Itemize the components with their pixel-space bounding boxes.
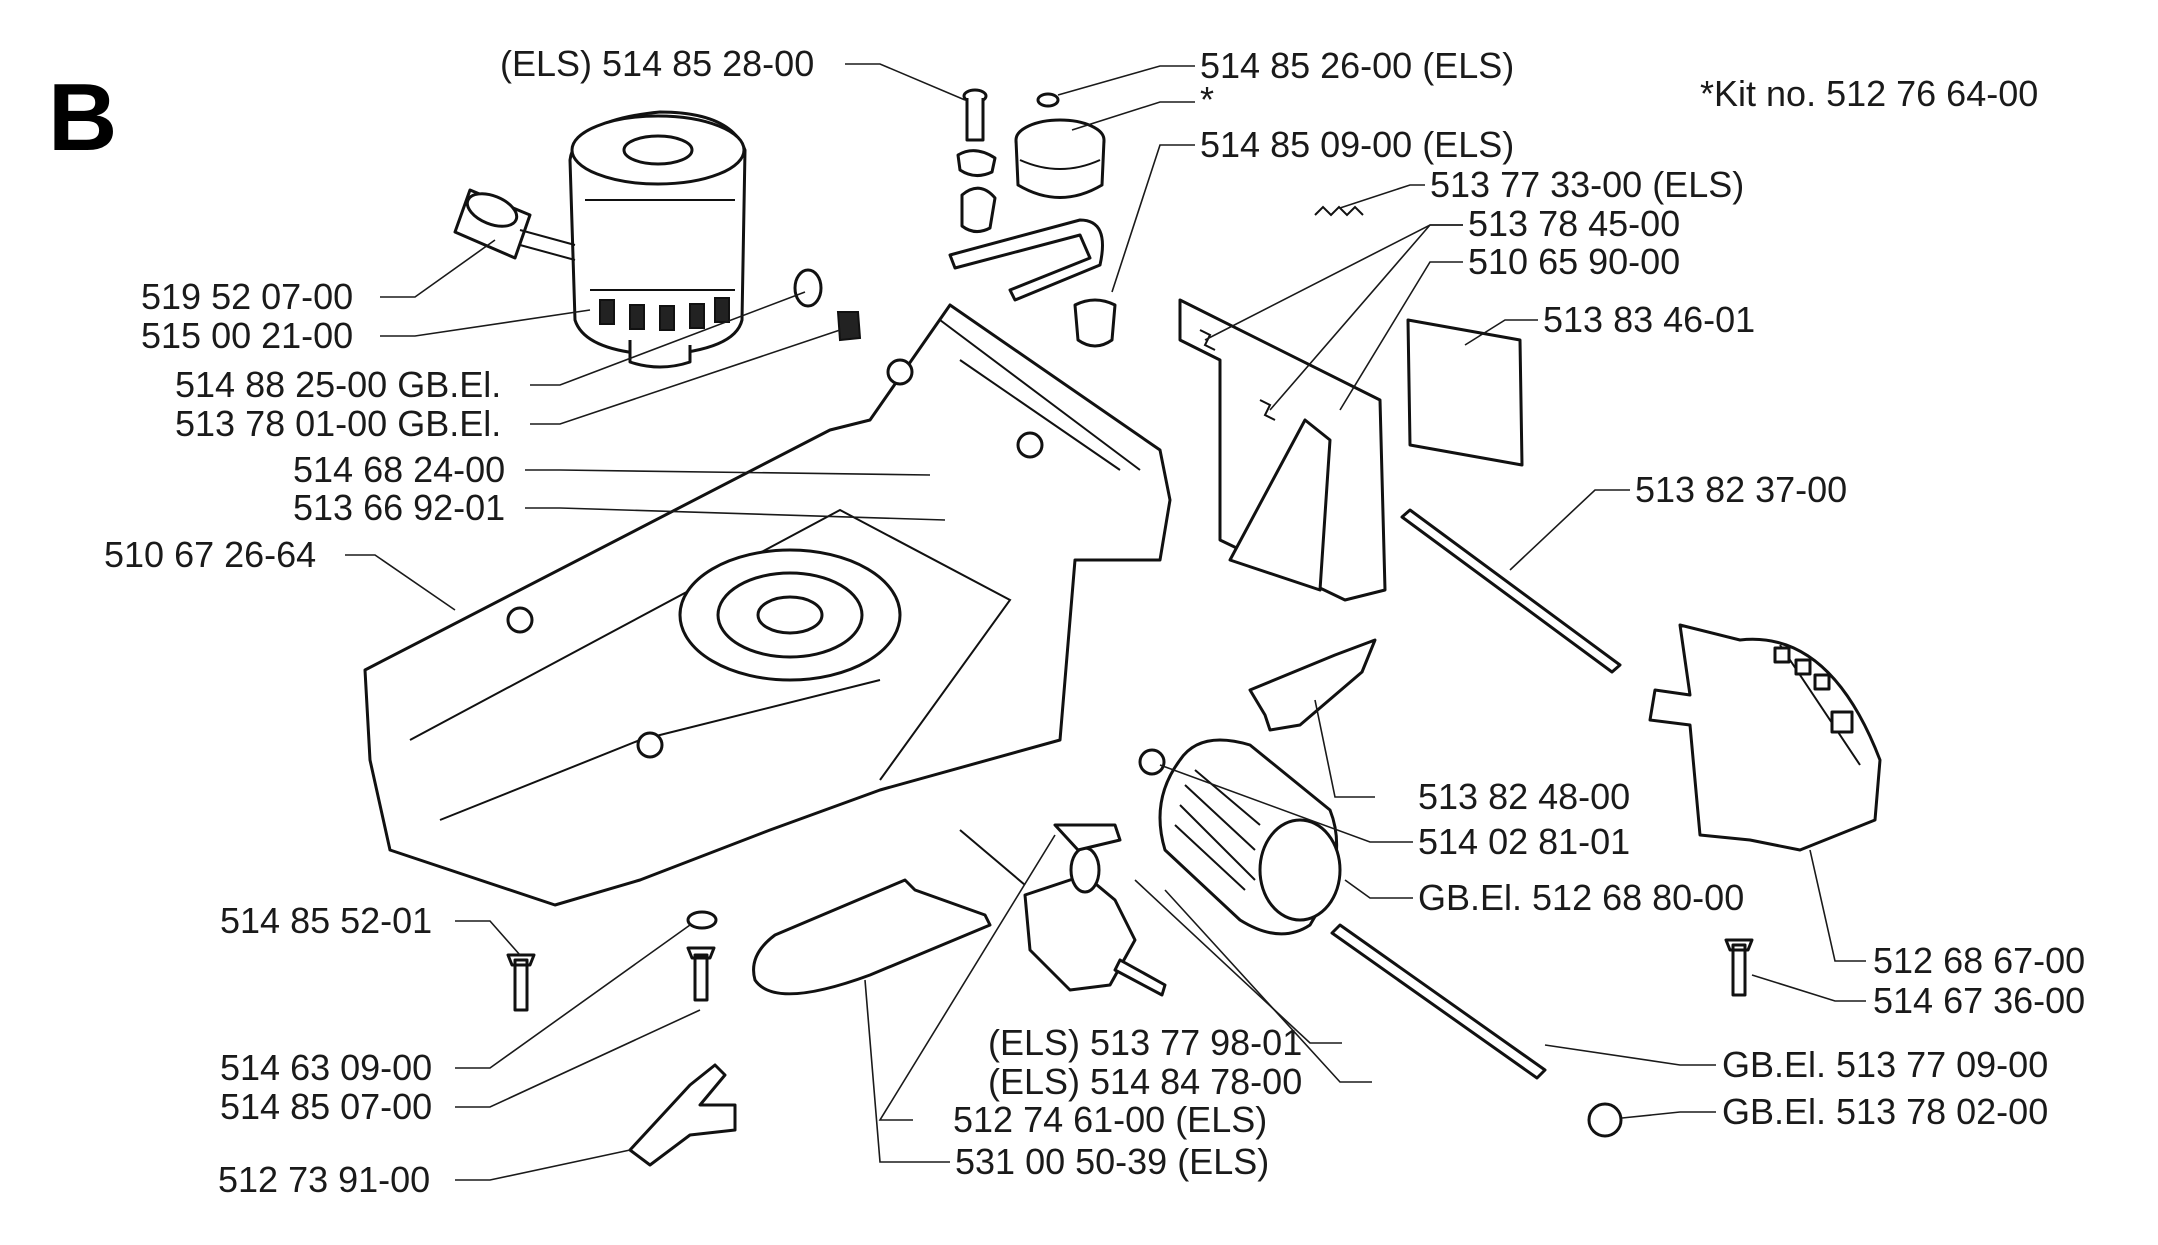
nut-part: [1138, 748, 1166, 776]
callout-els-514852800: (ELS) 514 85 28-00: [500, 43, 814, 84]
cap-part: [1073, 298, 1117, 348]
lever-part: [628, 1063, 737, 1167]
screw-right-part: [1724, 938, 1754, 997]
callout-519520700: 519 52 07-00: [141, 276, 353, 317]
mower-deck-part: [363, 303, 1172, 907]
callout-gbel-513780200: GB.El. 513 78 02-00: [1722, 1091, 2048, 1132]
callout-510672664: 510 67 26-64: [104, 534, 316, 575]
callout-512746100-els: 512 74 61-00 (ELS): [953, 1099, 1267, 1140]
callout-515002100: 515 00 21-00: [141, 315, 353, 356]
callout-els-514847800: (ELS) 514 84 78-00: [988, 1061, 1302, 1102]
callout-513780100-gbel: 513 78 01-00 GB.El.: [175, 403, 501, 444]
gasket-part: [1406, 318, 1524, 467]
kit-note: *Kit no. 512 76 64-00: [1700, 73, 2038, 114]
washer-part: [793, 268, 823, 308]
callout-514850700: 514 85 07-00: [220, 1086, 432, 1127]
callout-513834601: 513 83 46-01: [1543, 299, 1755, 340]
callout-513784500: 513 78 45-00: [1468, 203, 1680, 244]
knob-part: [1014, 92, 1106, 199]
callout-514673600: 514 67 36-00: [1873, 980, 2085, 1021]
callout-512686700: 512 68 67-00: [1873, 940, 2085, 981]
callout-513823700: 513 82 37-00: [1635, 469, 1847, 510]
parts-illustration: [363, 88, 1882, 1167]
rod-part: [1400, 508, 1622, 674]
callout-514630900: 514 63 09-00: [220, 1047, 432, 1088]
callout-531005039-els: 531 00 50-39 (ELS): [955, 1141, 1269, 1182]
callout-asterisk: *: [1200, 79, 1214, 120]
bolt-part: [956, 88, 997, 233]
leader-lines: [345, 63, 1866, 1181]
capacitor-part: [453, 188, 576, 261]
callout-els-513779801: (ELS) 513 77 98-01: [988, 1022, 1302, 1063]
callout-514682400: 514 68 24-00: [293, 449, 505, 490]
gearbox-part: [959, 823, 1167, 997]
motor-part: [568, 110, 747, 369]
callout-labels: (ELS) 514 85 28-00 514 85 26-00 (ELS) * …: [104, 43, 2085, 1200]
callout-510659000: 510 65 90-00: [1468, 241, 1680, 282]
callout-513773300-els: 513 77 33-00 (ELS): [1430, 164, 1744, 205]
callout-gbel-513770900: GB.El. 513 77 09-00: [1722, 1044, 2048, 1085]
callout-514028101: 514 02 81-01: [1418, 821, 1630, 862]
belt-part: [752, 878, 992, 996]
clip-part: [836, 311, 862, 342]
callout-514850900-els: 514 85 09-00 (ELS): [1200, 124, 1514, 165]
rear-flap-part: [1648, 623, 1882, 852]
washer-small-part: [686, 910, 718, 930]
callout-512739100: 512 73 91-00: [218, 1159, 430, 1200]
screw-mid-part: [686, 946, 716, 1002]
callout-514852600-els: 514 85 26-00 (ELS): [1200, 45, 1514, 86]
spring-part: [1314, 205, 1364, 217]
small-nut-part: [1587, 1102, 1623, 1138]
wheel-part: [1158, 738, 1342, 936]
section-letter: B: [48, 64, 117, 171]
callout-513669201: 513 66 92-01: [293, 487, 505, 528]
callout-514882500-gbel: 514 88 25-00 GB.El.: [175, 364, 501, 405]
belt-strip-part: [948, 218, 1104, 302]
callout-514855201: 514 85 52-01: [220, 900, 432, 941]
screw-left-part: [506, 953, 536, 1012]
bracket-part: [1248, 638, 1377, 732]
callout-513824800: 513 82 48-00: [1418, 776, 1630, 817]
axle-part: [1330, 923, 1547, 1080]
callout-gbel-512688000: GB.El. 512 68 80-00: [1418, 877, 1744, 918]
rear-panel-part: [1178, 298, 1387, 602]
